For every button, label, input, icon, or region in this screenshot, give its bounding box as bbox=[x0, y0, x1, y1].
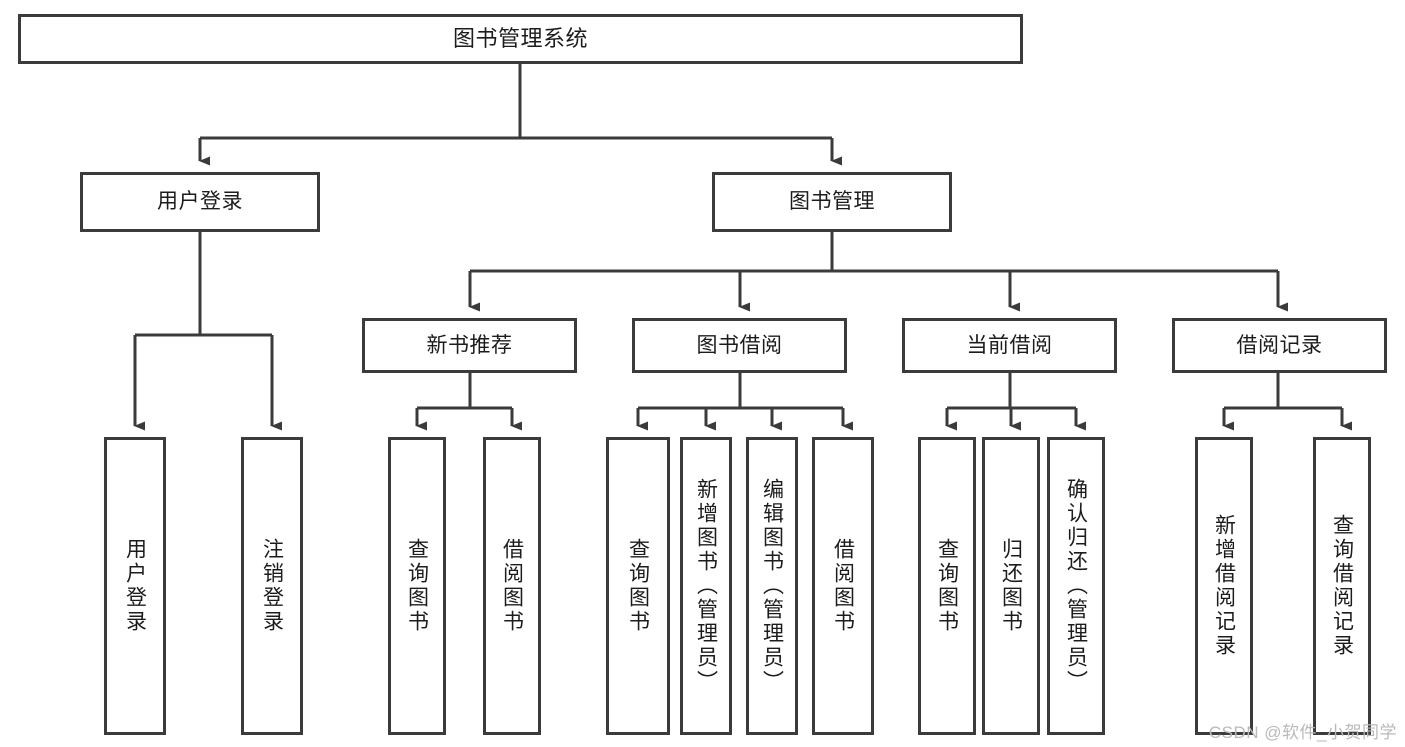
node-root-图书管理系统[interactable]: 图书管理系统 bbox=[18, 14, 1023, 64]
node-leaf-borrow-book[interactable]: 借阅图书 bbox=[812, 437, 874, 735]
node-label: 编辑图书（管理员） bbox=[760, 478, 784, 694]
node-new-book-rec[interactable]: 新书推荐 bbox=[362, 318, 577, 373]
node-leaf-query-book-borrow[interactable]: 查询图书 bbox=[606, 437, 670, 735]
node-leaf-add-book[interactable]: 新增图书（管理员） bbox=[680, 437, 732, 735]
node-leaf-user-login[interactable]: 用户登录 bbox=[104, 437, 166, 735]
node-label: 用户登录 bbox=[157, 190, 243, 214]
node-label: 查询图书 bbox=[405, 538, 429, 634]
node-label: 借阅图书 bbox=[500, 538, 524, 634]
node-borrow-record[interactable]: 借阅记录 bbox=[1172, 318, 1387, 373]
node-label: 归还图书 bbox=[999, 538, 1023, 634]
node-label: 查询图书 bbox=[935, 538, 959, 634]
node-label: 图书管理系统 bbox=[452, 25, 588, 51]
node-label: 用户登录 bbox=[123, 538, 147, 634]
node-label: 借阅记录 bbox=[1236, 333, 1323, 357]
node-label: 新增图书（管理员） bbox=[694, 478, 718, 694]
node-leaf-borrow-book-rec[interactable]: 借阅图书 bbox=[483, 437, 541, 735]
node-label: 图书借阅 bbox=[696, 333, 783, 357]
node-user-login[interactable]: 用户登录 bbox=[80, 172, 320, 232]
node-label: 图书管理 bbox=[789, 190, 875, 214]
connector-lines bbox=[133, 64, 1352, 431]
node-label: 当前借阅 bbox=[966, 333, 1053, 357]
node-leaf-edit-book[interactable]: 编辑图书（管理员） bbox=[746, 437, 798, 735]
node-label: 查询图书 bbox=[626, 538, 650, 634]
node-leaf-logout[interactable]: 注销登录 bbox=[241, 437, 303, 735]
node-leaf-add-record[interactable]: 新增借阅记录 bbox=[1195, 437, 1253, 735]
node-book-borrow[interactable]: 图书借阅 bbox=[632, 318, 847, 373]
node-label: 新书推荐 bbox=[426, 333, 513, 357]
node-leaf-return-book[interactable]: 归还图书 bbox=[982, 437, 1040, 735]
node-current-borrow[interactable]: 当前借阅 bbox=[902, 318, 1117, 373]
node-label: 查询借阅记录 bbox=[1330, 514, 1354, 658]
node-book-manage[interactable]: 图书管理 bbox=[712, 172, 952, 232]
node-label: 确认归还（管理员） bbox=[1064, 478, 1088, 694]
node-label: 新增借阅记录 bbox=[1212, 514, 1236, 658]
node-label: 注销登录 bbox=[260, 538, 284, 634]
node-leaf-query-book-rec[interactable]: 查询图书 bbox=[388, 437, 446, 735]
node-label: 借阅图书 bbox=[831, 538, 855, 634]
node-leaf-query-record[interactable]: 查询借阅记录 bbox=[1313, 437, 1371, 735]
node-leaf-confirm-return[interactable]: 确认归还（管理员） bbox=[1047, 437, 1105, 735]
node-leaf-query-book-cur[interactable]: 查询图书 bbox=[918, 437, 976, 735]
